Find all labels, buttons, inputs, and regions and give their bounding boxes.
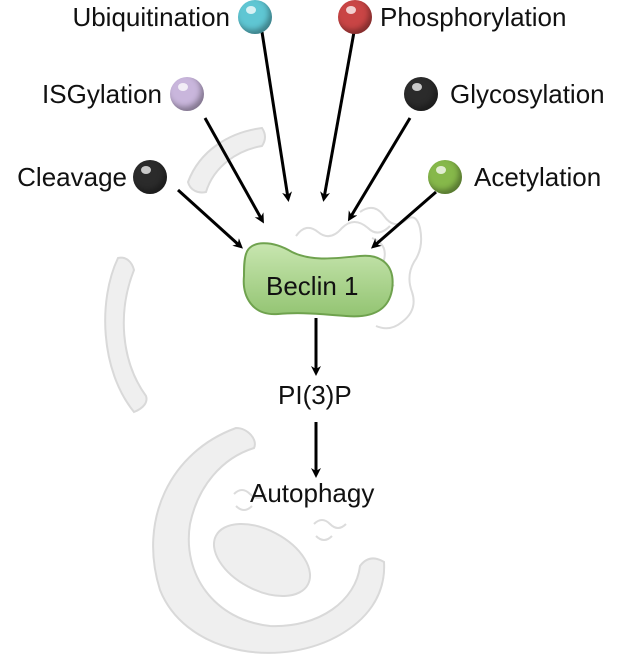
isgylation-label: ISGylation: [42, 79, 162, 109]
phosphorylation-ball-icon: [338, 0, 372, 34]
ubiquitination-ball-icon: [238, 0, 272, 34]
acetylation-label: Acetylation: [474, 162, 602, 192]
mitochondrion-shape: [212, 522, 312, 598]
arrow-ubiquitination: [260, 31, 293, 202]
arrow-acetylation: [370, 190, 437, 249]
beclin-1-blob: [242, 242, 394, 318]
arrow-cleavage: [176, 188, 243, 249]
arrow-phosphorylation: [320, 31, 356, 202]
isgylation-ball-icon: [170, 77, 204, 111]
ubiquitination-label: Ubiquitination: [72, 2, 230, 32]
cleavage-label: Cleavage: [17, 162, 127, 192]
arrow-glycosylation: [347, 117, 412, 222]
pi3p-label: PI(3)P: [278, 380, 352, 410]
arrow-isgylation: [203, 117, 264, 224]
modification-arrows: [176, 31, 437, 249]
autophagy-label: Autophagy: [250, 478, 375, 508]
phosphorylation-label: Phosphorylation: [380, 2, 567, 32]
glycosylation-label: Glycosylation: [450, 79, 605, 109]
background-cell-structures: [104, 126, 386, 654]
acetylation-ball-icon: [428, 160, 462, 194]
cleavage-ball-icon: [133, 160, 167, 194]
upper-curved-membrane-shape: [186, 126, 266, 194]
glycosylation-ball-icon: [404, 77, 438, 111]
phagophore-membrane-shape: [152, 426, 386, 654]
left-curved-membrane-shape: [104, 256, 148, 414]
beclin-1-label: Beclin 1: [266, 271, 359, 301]
